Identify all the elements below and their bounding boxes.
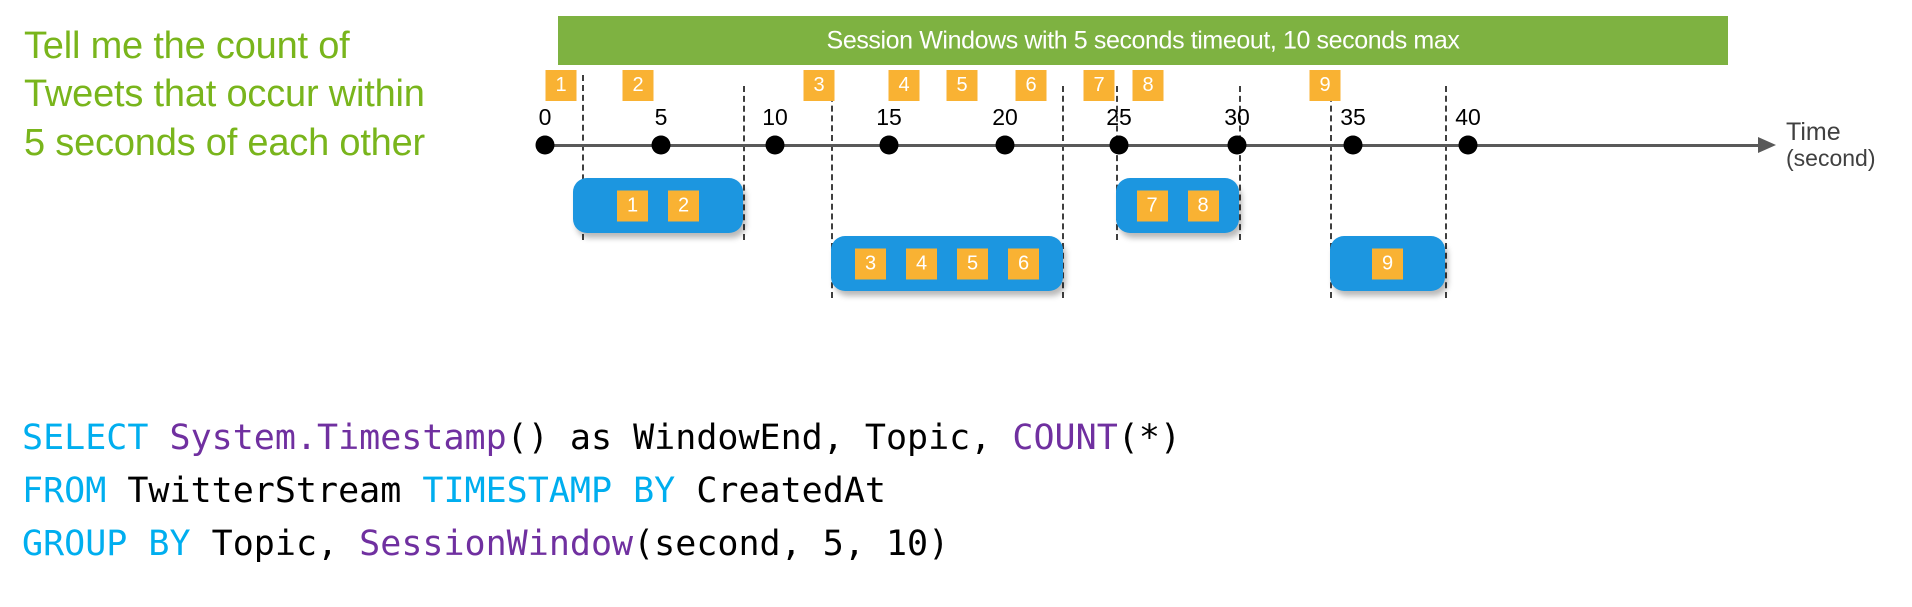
sql-token: (second, 5, 10) [633, 524, 950, 565]
sql-token: () as WindowEnd, Topic, [506, 418, 1013, 458]
session-boundary-line [1116, 86, 1118, 240]
session-event-badge-8[interactable]: 8 [1187, 190, 1219, 221]
session-event-badge-4[interactable]: 4 [906, 248, 937, 279]
sql-token: CreatedAt [696, 471, 886, 512]
session-boundary-line [743, 86, 745, 240]
sql-token: SessionWindow [359, 524, 634, 565]
sql-token: TIMESTAMP BY [422, 471, 697, 512]
event-badge-4[interactable]: 4 [888, 70, 920, 101]
session-event-badge-9[interactable]: 9 [1372, 248, 1403, 279]
sql-query-block: SELECT System.Timestamp() as WindowEnd, … [22, 412, 1181, 572]
sql-token: GROUP BY [22, 524, 212, 565]
session-event-list: 9 [1330, 248, 1445, 279]
session-window-diagram: Session Windows with 5 seconds timeout, … [535, 16, 1875, 298]
session-event-badge-6[interactable]: 6 [1008, 248, 1039, 279]
event-badge-2[interactable]: 2 [622, 70, 654, 101]
axis-tick-label: 20 [992, 104, 1018, 130]
session-event-badge-1[interactable]: 1 [617, 190, 648, 221]
axis-tick-label: 0 [538, 104, 552, 130]
axis-tick-dot [1343, 135, 1363, 155]
event-badge-3[interactable]: 3 [803, 70, 835, 101]
session-event-badge-2[interactable]: 2 [668, 190, 699, 221]
axis-tick-dot [995, 135, 1015, 155]
event-badge-8[interactable]: 8 [1132, 70, 1164, 101]
axis-tick-label: 25 [1106, 104, 1132, 130]
session-boundary-line [1445, 86, 1447, 298]
event-badge-1[interactable]: 1 [545, 70, 577, 101]
sql-token: FROM [22, 471, 128, 512]
session-event-badge-3[interactable]: 3 [855, 248, 886, 279]
event-badge-6[interactable]: 6 [1015, 70, 1047, 101]
sql-line-2: FROM TwitterStream TIMESTAMP BY CreatedA… [22, 465, 1181, 518]
session-boundary-line [1330, 86, 1332, 298]
session-boundary-line [582, 75, 584, 240]
question-caption: Tell me the count of Tweets that occur w… [24, 25, 426, 164]
axis-tick-label: 10 [762, 104, 788, 130]
sql-token: System.Timestamp [169, 418, 507, 458]
sql-token: COUNT [1012, 418, 1118, 458]
session-window-4[interactable]: 9 [1330, 236, 1445, 291]
sql-token: TwitterStream [127, 471, 423, 512]
sql-token: Topic, [211, 524, 360, 565]
time-axis-title: Time (second) [1786, 118, 1875, 172]
axis-tick-dot [1109, 135, 1129, 155]
sql-token: SELECT [22, 418, 170, 458]
time-axis-arrow-icon [1758, 137, 1776, 153]
session-event-badge-7[interactable]: 7 [1136, 190, 1168, 221]
session-boundary-line [1062, 86, 1064, 298]
time-axis-unit-text: (second) [1786, 145, 1876, 171]
axis-tick-label: 30 [1224, 104, 1250, 130]
sql-line-1: SELECT System.Timestamp() as WindowEnd, … [22, 412, 1181, 465]
time-axis-title-text: Time [1786, 118, 1841, 146]
time-axis-line [545, 144, 1760, 147]
session-boundary-line [831, 86, 833, 298]
sql-token: (*) [1117, 418, 1181, 458]
diagram-banner-label: Session Windows with 5 seconds timeout, … [826, 26, 1460, 54]
axis-tick-label: 15 [876, 104, 902, 130]
axis-tick-dot [879, 135, 899, 155]
diagram-banner: Session Windows with 5 seconds timeout, … [558, 16, 1728, 65]
axis-tick-dot [535, 135, 555, 155]
session-boundary-line [1239, 86, 1241, 240]
axis-tick-label: 40 [1455, 104, 1481, 130]
axis-tick-label: 35 [1340, 104, 1366, 130]
event-badge-7[interactable]: 7 [1083, 70, 1115, 101]
sql-line-3: GROUP BY Topic, SessionWindow(second, 5,… [22, 518, 1181, 571]
event-badge-9[interactable]: 9 [1309, 70, 1341, 101]
axis-tick-dot [651, 135, 671, 155]
event-badge-5[interactable]: 5 [946, 70, 978, 101]
axis-tick-dot [1227, 135, 1247, 155]
axis-tick-label: 5 [654, 104, 668, 130]
session-event-badge-5[interactable]: 5 [957, 248, 988, 279]
axis-tick-dot [765, 135, 785, 155]
axis-tick-dot [1458, 135, 1478, 155]
